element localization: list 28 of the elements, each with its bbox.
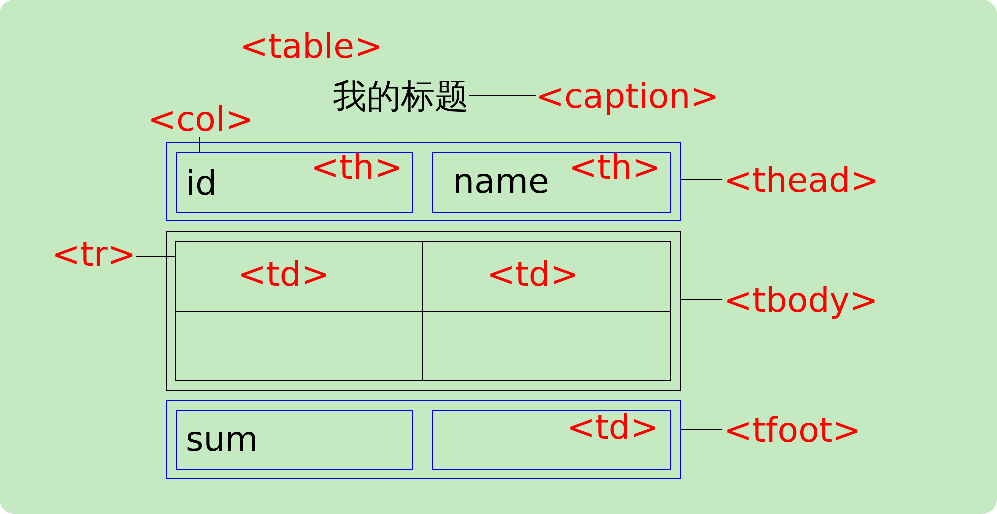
- tag-label: <tbody>: [722, 282, 878, 318]
- tag-label: <col>: [148, 100, 254, 137]
- table-cell: [432, 410, 671, 470]
- section-box: [166, 231, 681, 391]
- table-cell: [175, 241, 423, 312]
- section-box: [175, 311, 423, 381]
- cell-text: id: [186, 167, 218, 201]
- caption-text: 我的标题: [333, 78, 469, 114]
- section-box: [166, 142, 681, 221]
- cell-text: name: [453, 165, 550, 199]
- tag-label: <tfoot>: [722, 412, 862, 448]
- tag-label: <th>: [569, 151, 661, 185]
- table-cell: [176, 152, 413, 213]
- tag-label: <tr>: [50, 236, 136, 272]
- section-box: [422, 311, 671, 381]
- table-cell: [432, 152, 671, 213]
- tag-label: <table>: [240, 30, 384, 64]
- table-cell: [176, 410, 413, 470]
- table-cell: [422, 241, 671, 312]
- tag-label: <td>: [238, 258, 330, 292]
- leader-line: [136, 256, 176, 257]
- tag-label: <td>: [487, 258, 579, 292]
- section-box: [166, 400, 681, 479]
- cell-text: sum: [186, 423, 258, 457]
- tag-label: <thead>: [722, 162, 880, 198]
- tag-label: <caption>: [536, 78, 720, 114]
- tag-label: <th>: [311, 151, 403, 185]
- tag-label: <td>: [567, 411, 659, 445]
